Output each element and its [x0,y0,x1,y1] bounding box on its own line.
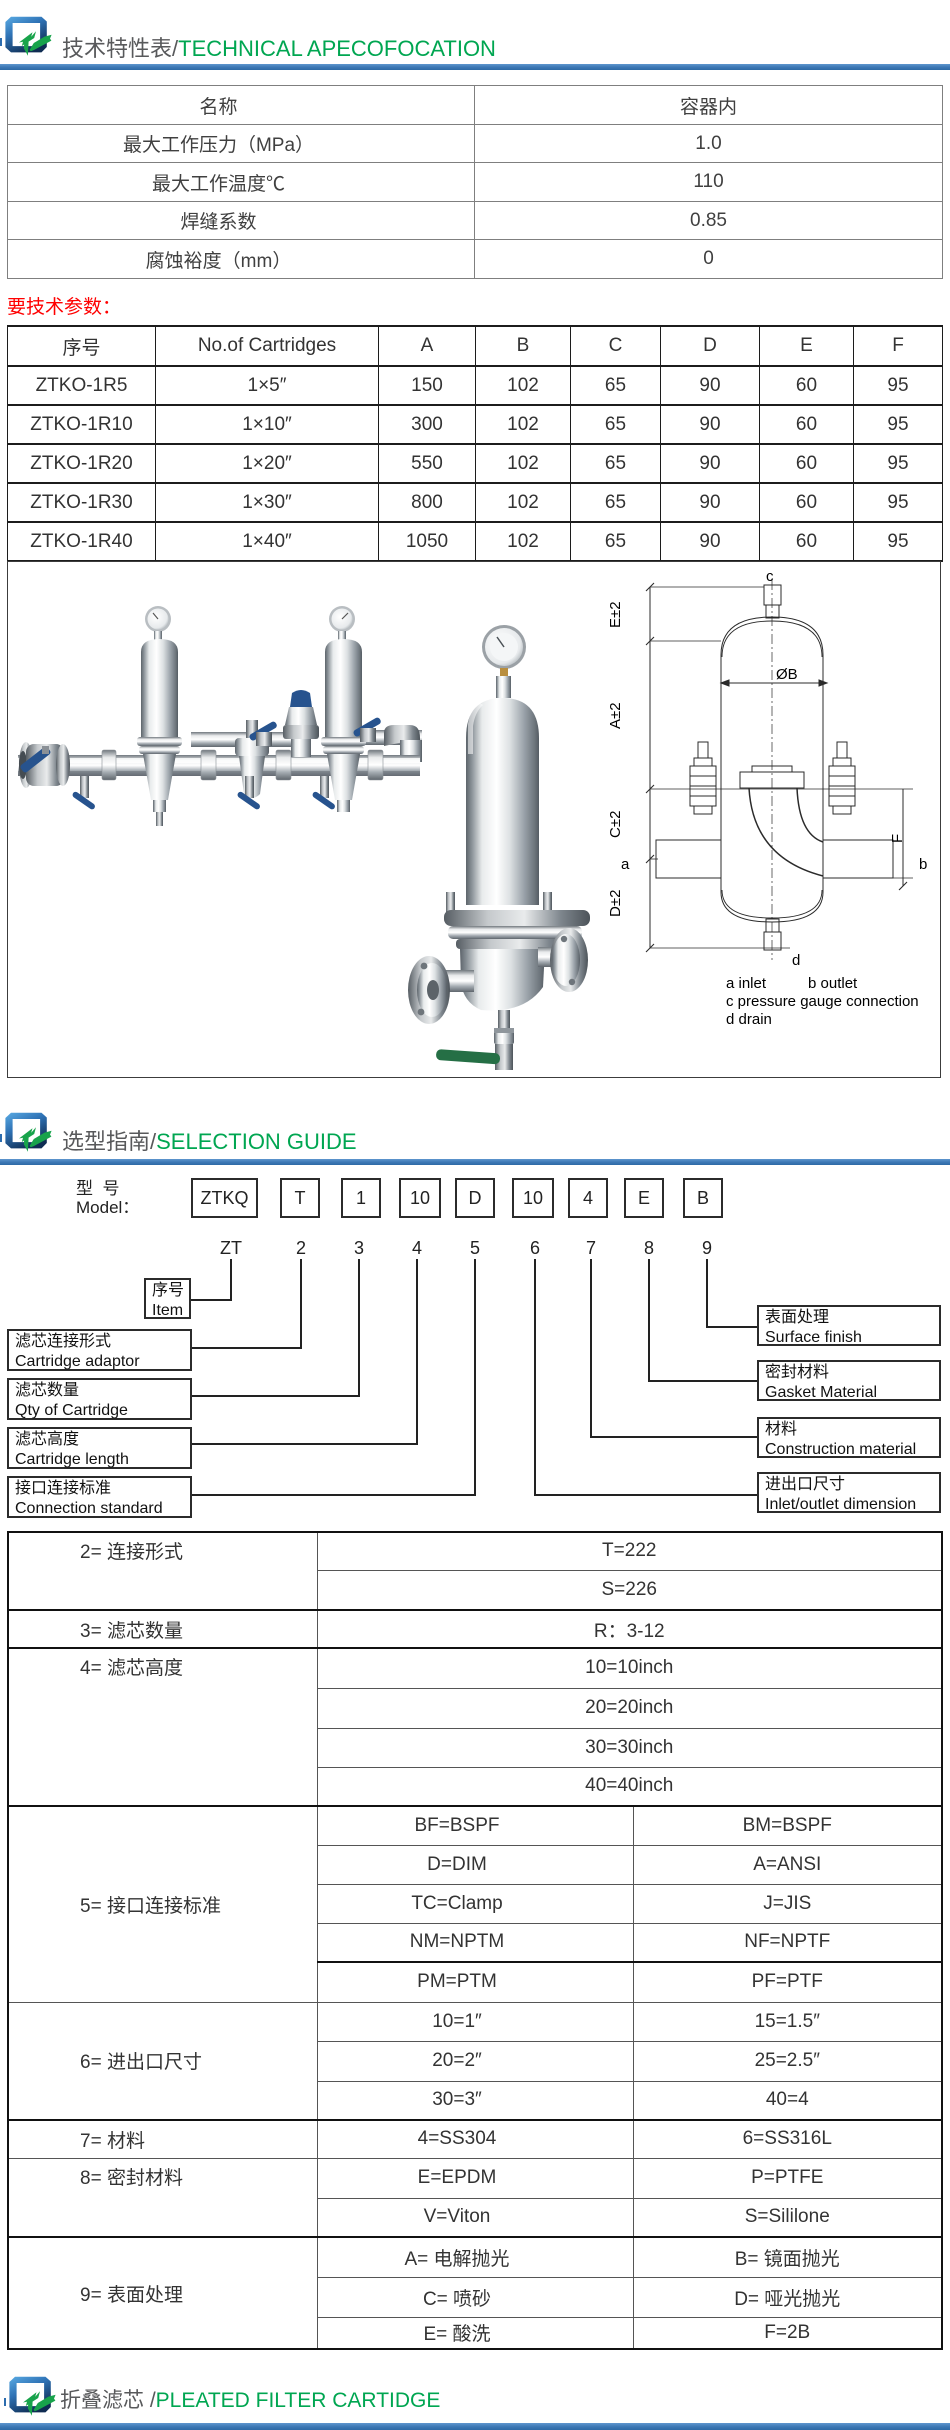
svg-text:D±2: D±2 [607,890,624,917]
svg-text:C±2: C±2 [607,811,624,838]
svg-text:a: a [621,856,630,873]
svg-text:ØB: ØB [776,666,798,683]
svg-text:d: d [792,952,800,969]
svg-text:c pressure gauge connection: c pressure gauge connection [726,993,919,1010]
svg-text:E±2: E±2 [607,601,624,628]
svg-text:a inlet: a inlet [726,975,767,992]
svg-text:b outlet: b outlet [808,975,858,992]
svg-text:c: c [766,568,774,585]
svg-text:F: F [889,834,906,843]
svg-text:d drain: d drain [726,1011,772,1028]
svg-text:A±2: A±2 [607,702,624,729]
svg-text:b: b [919,856,927,873]
